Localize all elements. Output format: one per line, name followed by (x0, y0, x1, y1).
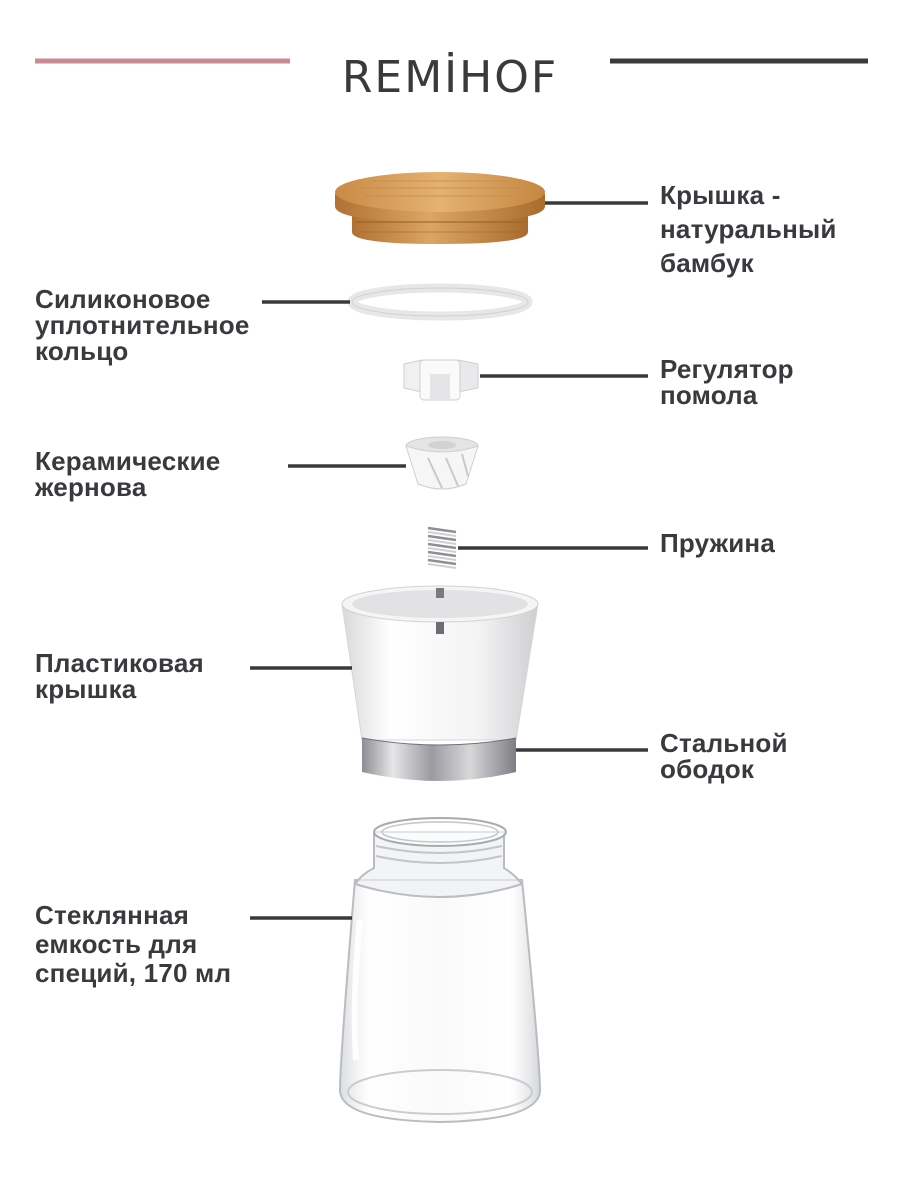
label-line: уплотнительное (35, 310, 250, 340)
grind-adjuster-icon (403, 359, 479, 401)
ceramic-burrs-icon (405, 436, 479, 490)
label-steel-rim: Стальной ободок (660, 730, 788, 782)
label-line: кольцо (35, 336, 129, 366)
plastic-cap-icon (341, 585, 539, 741)
label-lid: Крышка - натуральный бамбук (660, 182, 837, 276)
bamboo-lid-icon (335, 172, 545, 244)
brand-logo: REMİHOF (341, 52, 559, 103)
label-adjuster: Регулятор помола (660, 356, 794, 408)
label-line: бамбук (660, 248, 754, 278)
silicone-ring-icon (347, 283, 533, 321)
label-line: натуральный (660, 214, 837, 244)
label-line: Керамические (35, 446, 221, 476)
label-line: помола (660, 380, 758, 410)
leader-lines (250, 201, 648, 920)
label-line: Стеклянная (35, 900, 190, 930)
label-spring: Пружина (660, 530, 775, 556)
label-line: ободок (660, 754, 755, 784)
label-glass-jar: Стеклянная емкость для специй, 170 мл (35, 902, 231, 986)
label-line: Крышка - (660, 180, 781, 210)
label-burrs: Керамические жернова (35, 448, 220, 500)
label-line: Силиконовое (35, 284, 211, 314)
label-line: Регулятор (660, 354, 794, 384)
label-line: емкость для (35, 929, 198, 959)
steel-rim-icon (361, 737, 517, 781)
label-line: Пластиковая (35, 648, 204, 678)
label-line: крышка (35, 674, 137, 704)
spring-icon (427, 526, 457, 569)
label-line: Пружина (660, 528, 775, 558)
label-ring: Силиконовое уплотнительное кольцо (35, 286, 250, 364)
label-line: Стальной (660, 728, 788, 758)
label-line: жернова (35, 472, 147, 502)
glass-jar-icon (338, 817, 542, 1124)
label-plastic-cap: Пластиковая крышка (35, 650, 204, 702)
label-line: специй, 170 мл (35, 958, 232, 988)
